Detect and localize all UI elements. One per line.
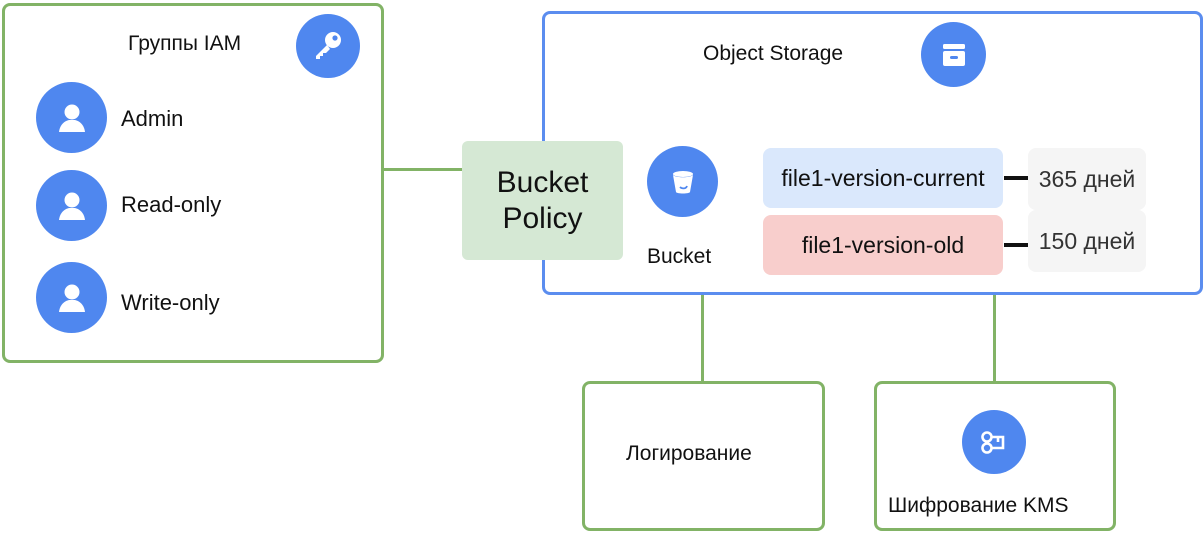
- object-storage-title: Object Storage: [703, 42, 844, 65]
- logging-box: [582, 381, 825, 531]
- user-icon-write-only: [36, 262, 107, 333]
- bucket-policy-line2: Policy: [502, 201, 583, 235]
- iam-groups-title: Группы IAM: [128, 32, 242, 55]
- kms-key-icon: [962, 410, 1026, 474]
- storage-kms-connector: [993, 293, 996, 382]
- user-icon-read-only: [36, 170, 107, 241]
- storage-icon: [921, 22, 986, 87]
- bucket-policy-node: Bucket Policy: [462, 141, 623, 260]
- kms-title: Шифрование KMS: [888, 494, 1069, 517]
- user-label-admin: Admin: [121, 106, 184, 131]
- retention-old: 150 дней: [1028, 210, 1146, 272]
- bucket-label: Bucket: [647, 245, 712, 268]
- user-label-write-only: Write-only: [121, 290, 220, 315]
- retention-current: 365 дней: [1028, 148, 1146, 210]
- bucket-icon: [647, 146, 718, 217]
- file-version-current: file1-version-current: [763, 148, 1003, 208]
- user-icon-admin: [36, 82, 107, 153]
- iam-policy-connector: [383, 168, 463, 171]
- storage-logging-connector: [701, 293, 704, 382]
- bucket-policy-line1: Bucket: [496, 165, 589, 199]
- current-retention-connector: [1004, 176, 1028, 180]
- key-icon: [296, 14, 360, 78]
- file-version-old: file1-version-old: [763, 215, 1003, 275]
- old-retention-connector: [1004, 243, 1028, 247]
- user-label-read-only: Read-only: [121, 192, 222, 217]
- logging-title: Логирование: [626, 442, 752, 465]
